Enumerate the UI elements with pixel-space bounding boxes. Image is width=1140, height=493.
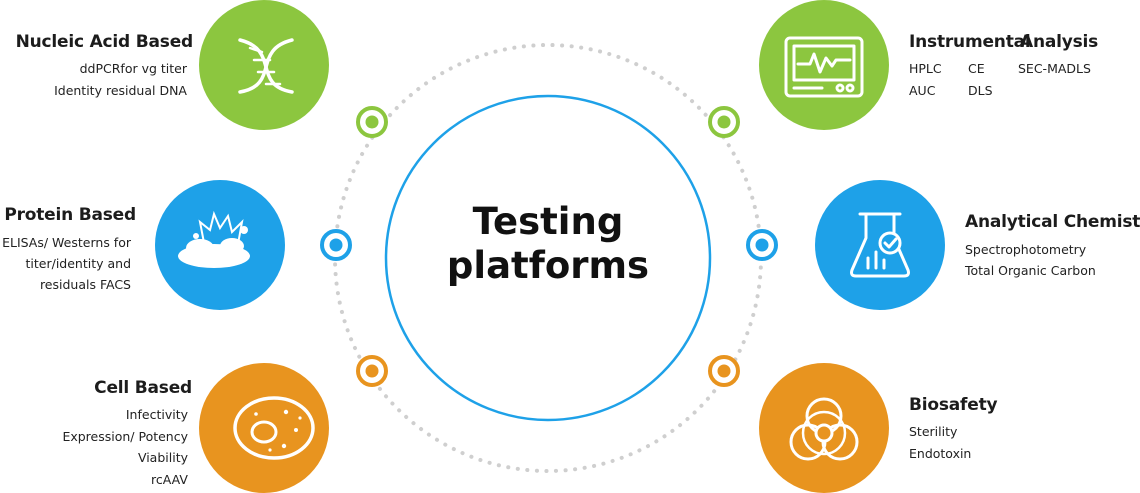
biohazard-icon	[789, 397, 859, 461]
instrumental-item-dls: DLS	[968, 83, 993, 98]
biosafety-line-1: Sterility	[909, 424, 958, 439]
cell-badge	[199, 363, 329, 493]
analytical-chemistry-title: Analytical Chemistry	[965, 212, 1140, 232]
nucleic-acid-badge	[199, 0, 329, 130]
cell-icon	[233, 396, 315, 460]
protein-badge	[155, 180, 285, 310]
protein-line-2: titer/identity and	[25, 256, 132, 271]
instrumental-badge	[759, 0, 889, 130]
flask-icon	[850, 212, 910, 278]
biosafety-badge	[759, 363, 889, 493]
instrumental-item-auc: AUC	[909, 83, 936, 98]
protein-title: Protein Based	[4, 205, 136, 225]
instrumental-item-sec-madls: SEC-MADLS	[1018, 61, 1091, 76]
cell-line-4: rcAAV	[151, 472, 188, 487]
analytical-chemistry-line-2: Total Organic Carbon	[965, 263, 1096, 278]
node-blue-right	[746, 229, 778, 261]
protein-line-1: ELISAs/ Westerns for	[2, 235, 131, 250]
biosafety-line-2: Endotoxin	[909, 446, 972, 461]
analytical-chemistry-badge	[815, 180, 945, 310]
cell-line-3: Viability	[137, 450, 188, 465]
analytical-chemistry-line-1: Spectrophotometry	[965, 242, 1087, 257]
dna-icon	[238, 38, 294, 94]
node-orange-right	[708, 355, 740, 387]
nucleic-acid-title: Nucleic Acid Based	[15, 32, 194, 52]
cell-title: Cell Based	[94, 378, 192, 398]
node-orange-left	[356, 355, 388, 387]
nucleic-acid-line-1: ddPCRfor vg titer	[79, 61, 187, 76]
center-title-line-2: platforms	[446, 244, 650, 287]
monitor-icon	[784, 36, 864, 98]
instrumental-item-hplc: HPLC	[909, 61, 942, 76]
protein-structure-icon	[178, 210, 250, 268]
cell-line-1: Infectivity	[125, 407, 188, 422]
center-title: Testing platforms	[398, 200, 698, 288]
instrumental-item-ce: CE	[968, 61, 985, 76]
node-green-left	[356, 106, 388, 138]
node-blue-left	[320, 229, 352, 261]
instrumental-title-2: Analysis	[1020, 32, 1099, 52]
nucleic-acid-line-2: Identity residual DNA	[54, 83, 187, 98]
protein-line-3: residuals FACS	[39, 277, 131, 292]
center-title-line-1: Testing	[472, 200, 624, 243]
biosafety-title: Biosafety	[909, 395, 998, 415]
instrumental-title: Instrumental	[909, 32, 1031, 52]
node-green-right	[708, 106, 740, 138]
cell-line-2: Expression/ Potency	[62, 429, 188, 444]
center-ring	[384, 94, 712, 422]
